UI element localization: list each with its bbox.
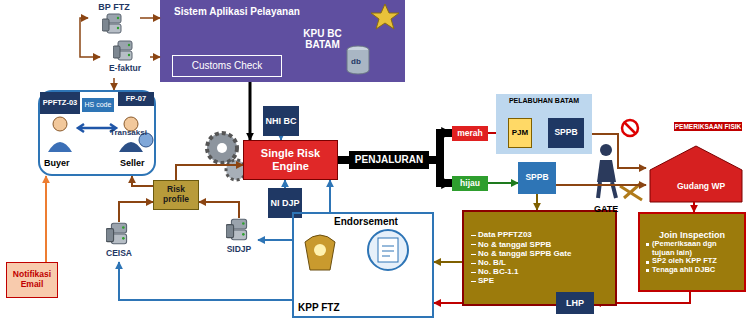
- connector: [284, 180, 286, 188]
- node-text: No & tanggal SPPB: [469, 240, 610, 249]
- node-text: (Pemeriksaan dgn tujuan lain): [644, 240, 740, 257]
- transaction-group: TransaksiBuyer Seller PPFTZ-03 FP-07 HS code: [38, 90, 156, 176]
- server-node: CEISA: [100, 222, 138, 262]
- connector: [434, 261, 462, 263]
- node-text: SIDJP: [220, 245, 258, 255]
- person: [48, 117, 153, 152]
- node-text: Buyer: [44, 158, 70, 168]
- info-box: NHI BC: [263, 106, 299, 136]
- connector: [329, 180, 331, 212]
- node-text: FP-07: [126, 95, 146, 104]
- connector: [556, 184, 646, 186]
- db-label: db: [351, 57, 361, 66]
- server: [226, 219, 247, 240]
- node-text: Notifikasi Email: [7, 270, 57, 290]
- server: [113, 41, 132, 60]
- lane-box: hijau: [452, 176, 488, 191]
- inspection-site: PEMERIKSAAN FISIK Gudang WP: [646, 122, 744, 202]
- node-text: Endorsement: [334, 216, 398, 228]
- report-box: LHP: [556, 292, 594, 314]
- node-text: No & tanggal SPPB Gate: [469, 249, 610, 258]
- emblem: [371, 4, 399, 29]
- node-text: HS code: [85, 101, 112, 109]
- node-text: Gudang WP: [666, 182, 736, 192]
- node-text: KPP FTZ: [298, 302, 339, 314]
- document-box: PJM: [508, 118, 532, 148]
- node-text: SPPB: [554, 128, 577, 138]
- guard: [597, 120, 642, 200]
- edge-label: PENJALURAN: [349, 151, 429, 169]
- database: [347, 50, 369, 74]
- node-text: SP2 oleh KPP FTZ: [644, 257, 740, 266]
- node-text: BP FTZ: [88, 2, 140, 12]
- node-text: E-faktur: [100, 64, 150, 74]
- node-text: SPE: [469, 276, 610, 285]
- node-text: merah: [457, 129, 483, 139]
- connector: [584, 134, 646, 168]
- node-text: hijau: [460, 179, 480, 189]
- code-box: HS code: [82, 98, 114, 112]
- connector: [113, 78, 115, 90]
- node-text: Data PPFTZ03: [469, 230, 610, 239]
- connector: [249, 82, 252, 140]
- server-node: SIDJP: [220, 218, 258, 260]
- node-text: PELABUHAN BATAM: [496, 97, 592, 105]
- node-text: Transaksi: [110, 128, 147, 137]
- connector: [258, 239, 292, 241]
- profile-box: Risk profile: [153, 180, 199, 210]
- connector: [693, 202, 695, 212]
- node-text: CEISA: [100, 249, 138, 259]
- node-text: SPPB: [525, 173, 548, 183]
- node-text: Customs Check: [192, 60, 263, 72]
- node-text: PPFTZ-03: [43, 99, 78, 108]
- connector: [176, 165, 243, 180]
- node-text: No. BC-1.1: [469, 267, 610, 276]
- node-text: Seller: [120, 158, 145, 168]
- connector: [150, 56, 160, 58]
- connector: [45, 176, 47, 262]
- node-text: Tenaga ahli DJBC: [644, 266, 740, 275]
- connector: [488, 182, 518, 184]
- engine-box: Single Risk Engine: [243, 140, 338, 180]
- connector: [80, 18, 100, 57]
- server: [102, 14, 121, 33]
- document-box: SPPB: [518, 162, 556, 194]
- node-text: PJM: [512, 128, 528, 137]
- endorsement-icons: [305, 230, 408, 270]
- server-node: BP FTZ: [88, 2, 140, 38]
- notification-box: Notifikasi Email: [6, 262, 58, 298]
- node-text: LHP: [566, 298, 584, 308]
- connector: [119, 262, 292, 300]
- node-text: NI DJP: [270, 198, 299, 208]
- node-text: NHI BC: [266, 116, 297, 126]
- node-text: Sistem Aplikasi Pelayanan: [174, 6, 324, 18]
- document-box: SPPB: [548, 118, 584, 148]
- node-text: KPU BC BATAM: [300, 28, 345, 51]
- node-text: Single Risk Engine: [244, 147, 337, 172]
- server: [106, 223, 127, 244]
- node-text: PEMERIKSAAN FISIK: [674, 122, 742, 131]
- gears: [207, 133, 246, 180]
- panel: [160, 0, 405, 82]
- connector: [132, 176, 153, 186]
- document-box: FP-07: [118, 92, 154, 106]
- node-text: Join Inspection: [659, 230, 725, 240]
- warehouse: [650, 146, 742, 202]
- connector: [199, 202, 239, 218]
- document-box: PPFTZ-03: [40, 92, 80, 114]
- port-panel: PELABUHAN BATAM PJM SPPB: [496, 94, 592, 154]
- gate-label: GATE: [594, 204, 618, 214]
- server-node: E-faktur: [100, 40, 150, 78]
- lane-box: merah: [452, 126, 488, 141]
- system-panel: Sistem Aplikasi PelayananCustoms Check KP…: [160, 0, 405, 82]
- office-label: KPU BC BATAM: [300, 24, 345, 54]
- connector: [536, 194, 538, 210]
- node-text: Risk profile: [154, 185, 198, 205]
- connector: [119, 202, 153, 222]
- inspection-box: Join Inspection(Pemeriksaan dgn tujuan l…: [638, 212, 746, 292]
- connector: [140, 17, 160, 19]
- endorsement-box: EndorsementKPP FTZ: [292, 212, 434, 318]
- node-text: No. B/L: [469, 258, 610, 267]
- process-box: Customs Check: [172, 55, 282, 77]
